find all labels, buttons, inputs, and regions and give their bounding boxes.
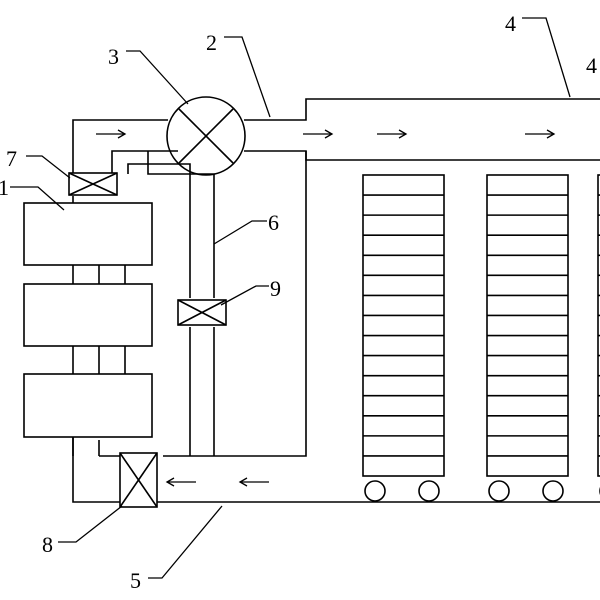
unit-box-top (23, 202, 153, 266)
valve-7 (68, 172, 118, 196)
callout-8: 8 (42, 532, 53, 557)
unit-box-bottom (23, 373, 153, 438)
flow-arrow-right (525, 129, 556, 139)
unit-stack (23, 196, 153, 456)
callout-4-edge: 4 (586, 53, 597, 78)
rack-wheel (542, 480, 564, 502)
flow-arrow-right (96, 129, 127, 139)
return-duct (72, 151, 600, 503)
callout-5: 5 (130, 568, 141, 593)
flow-arrows (96, 129, 556, 487)
valve-9 (177, 299, 227, 326)
callout-2: 2 (206, 30, 217, 55)
rack-wheel (364, 480, 386, 502)
callout-4: 4 (505, 11, 516, 36)
flow-arrow-right (377, 129, 408, 139)
callout-9: 9 (270, 276, 281, 301)
fan-symbol (166, 96, 246, 176)
flow-arrow-right (303, 129, 334, 139)
rack-wheel (488, 480, 510, 502)
rack-frame (362, 174, 445, 477)
leader-lines (10, 17, 571, 579)
rack-wheel (418, 480, 440, 502)
callout-labels: 1 2 3 4 4 5 6 7 8 9 (0, 11, 597, 593)
callout-6: 6 (268, 210, 279, 235)
callout-7: 7 (6, 146, 17, 171)
flow-arrow-left (165, 477, 196, 487)
rack-frame (486, 174, 569, 477)
rack-group (362, 174, 600, 502)
callout-1: 1 (0, 175, 9, 200)
rack-frame (597, 174, 600, 477)
unit-box-middle (23, 283, 153, 347)
valve-8 (119, 452, 158, 508)
flow-arrow-left (238, 477, 269, 487)
bypass-pipe (111, 150, 215, 456)
callout-3: 3 (108, 44, 119, 69)
